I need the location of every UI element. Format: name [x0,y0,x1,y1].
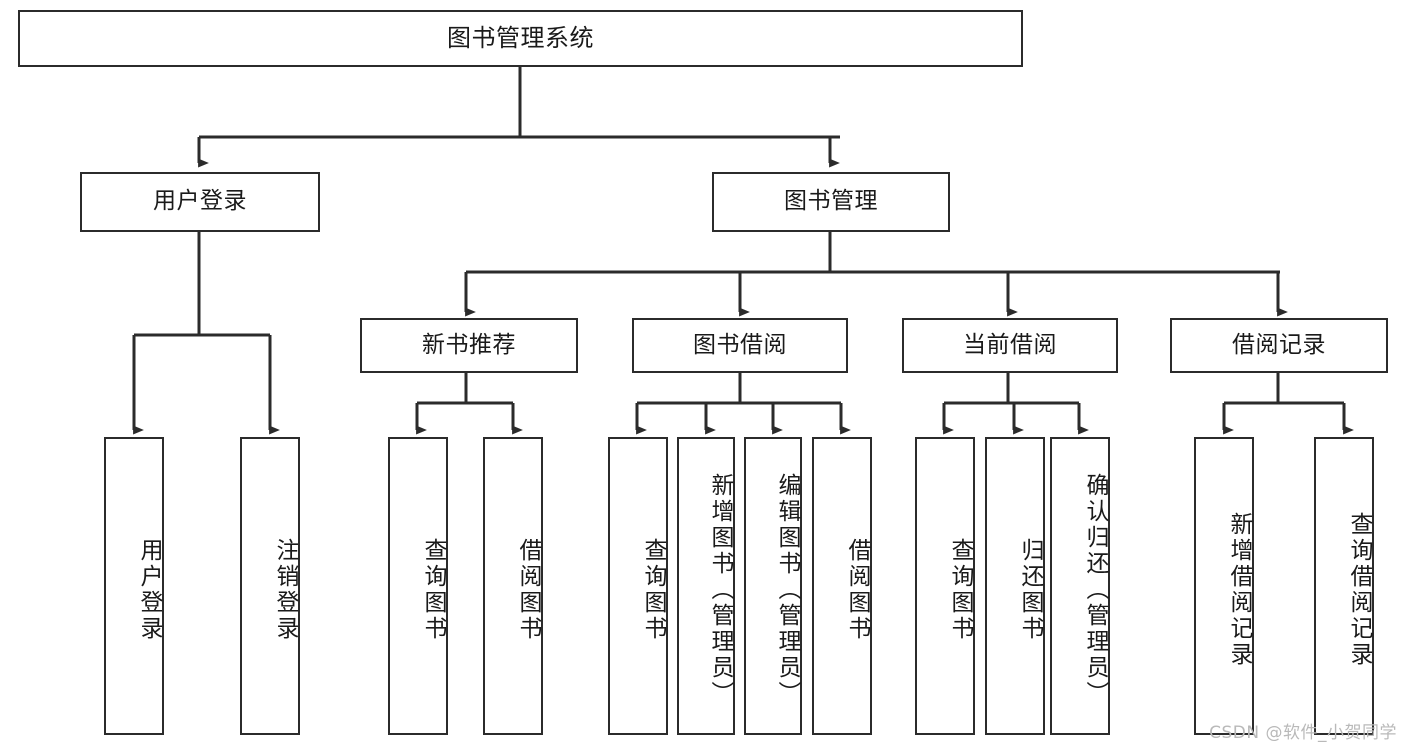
node-label: 新增图书（管理员） [707,473,733,707]
node-label: 当前借阅 [963,331,1057,358]
node-leaf-borrow-book-2[interactable]: 借阅图书 [812,437,872,735]
node-label: 查询图书 [420,538,446,642]
node-label: 新增借阅记录 [1226,512,1252,668]
node-label: 图书管理系统 [447,24,594,53]
node-leaf-logout[interactable]: 注销登录 [240,437,300,735]
node-leaf-borrow-book-1[interactable]: 借阅图书 [483,437,543,735]
node-leaf-edit-book[interactable]: 编辑图书（管理员） [744,437,802,735]
node-label: 查询图书 [947,538,973,642]
node-book-manage[interactable]: 图书管理 [712,172,950,232]
node-leaf-query-book-3[interactable]: 查询图书 [915,437,975,735]
node-label: 图书借阅 [693,331,787,358]
node-user-login[interactable]: 用户登录 [80,172,320,232]
node-book-borrow[interactable]: 图书借阅 [632,318,848,373]
node-leaf-add-record[interactable]: 新增借阅记录 [1194,437,1254,735]
node-label: 用户登录 [136,538,162,642]
node-label: 编辑图书（管理员） [774,473,800,707]
node-leaf-query-record[interactable]: 查询借阅记录 [1314,437,1374,735]
node-label: 注销登录 [272,538,298,642]
node-label: 借阅记录 [1232,331,1326,358]
node-borrow-record[interactable]: 借阅记录 [1170,318,1388,373]
node-label: 借阅图书 [844,538,870,642]
node-leaf-query-book-1[interactable]: 查询图书 [388,437,448,735]
node-current-borrow[interactable]: 当前借阅 [902,318,1118,373]
node-label: 查询借阅记录 [1346,512,1372,668]
node-label: 确认归还（管理员） [1082,473,1108,707]
node-label: 归还图书 [1017,538,1043,642]
csdn-watermark: CSDN @软件_小贺同学 [1209,723,1397,743]
node-leaf-add-book[interactable]: 新增图书（管理员） [677,437,735,735]
node-leaf-user-login[interactable]: 用户登录 [104,437,164,735]
node-label: 图书管理 [784,188,878,215]
node-label: 借阅图书 [515,538,541,642]
node-label: 查询图书 [640,538,666,642]
node-leaf-query-book-2[interactable]: 查询图书 [608,437,668,735]
node-leaf-confirm-return[interactable]: 确认归还（管理员） [1050,437,1110,735]
node-label: 新书推荐 [422,331,516,358]
node-leaf-return-book[interactable]: 归还图书 [985,437,1045,735]
node-root-system[interactable]: 图书管理系统 [18,10,1023,67]
node-label: 用户登录 [153,188,247,215]
node-new-book-rec[interactable]: 新书推荐 [360,318,578,373]
